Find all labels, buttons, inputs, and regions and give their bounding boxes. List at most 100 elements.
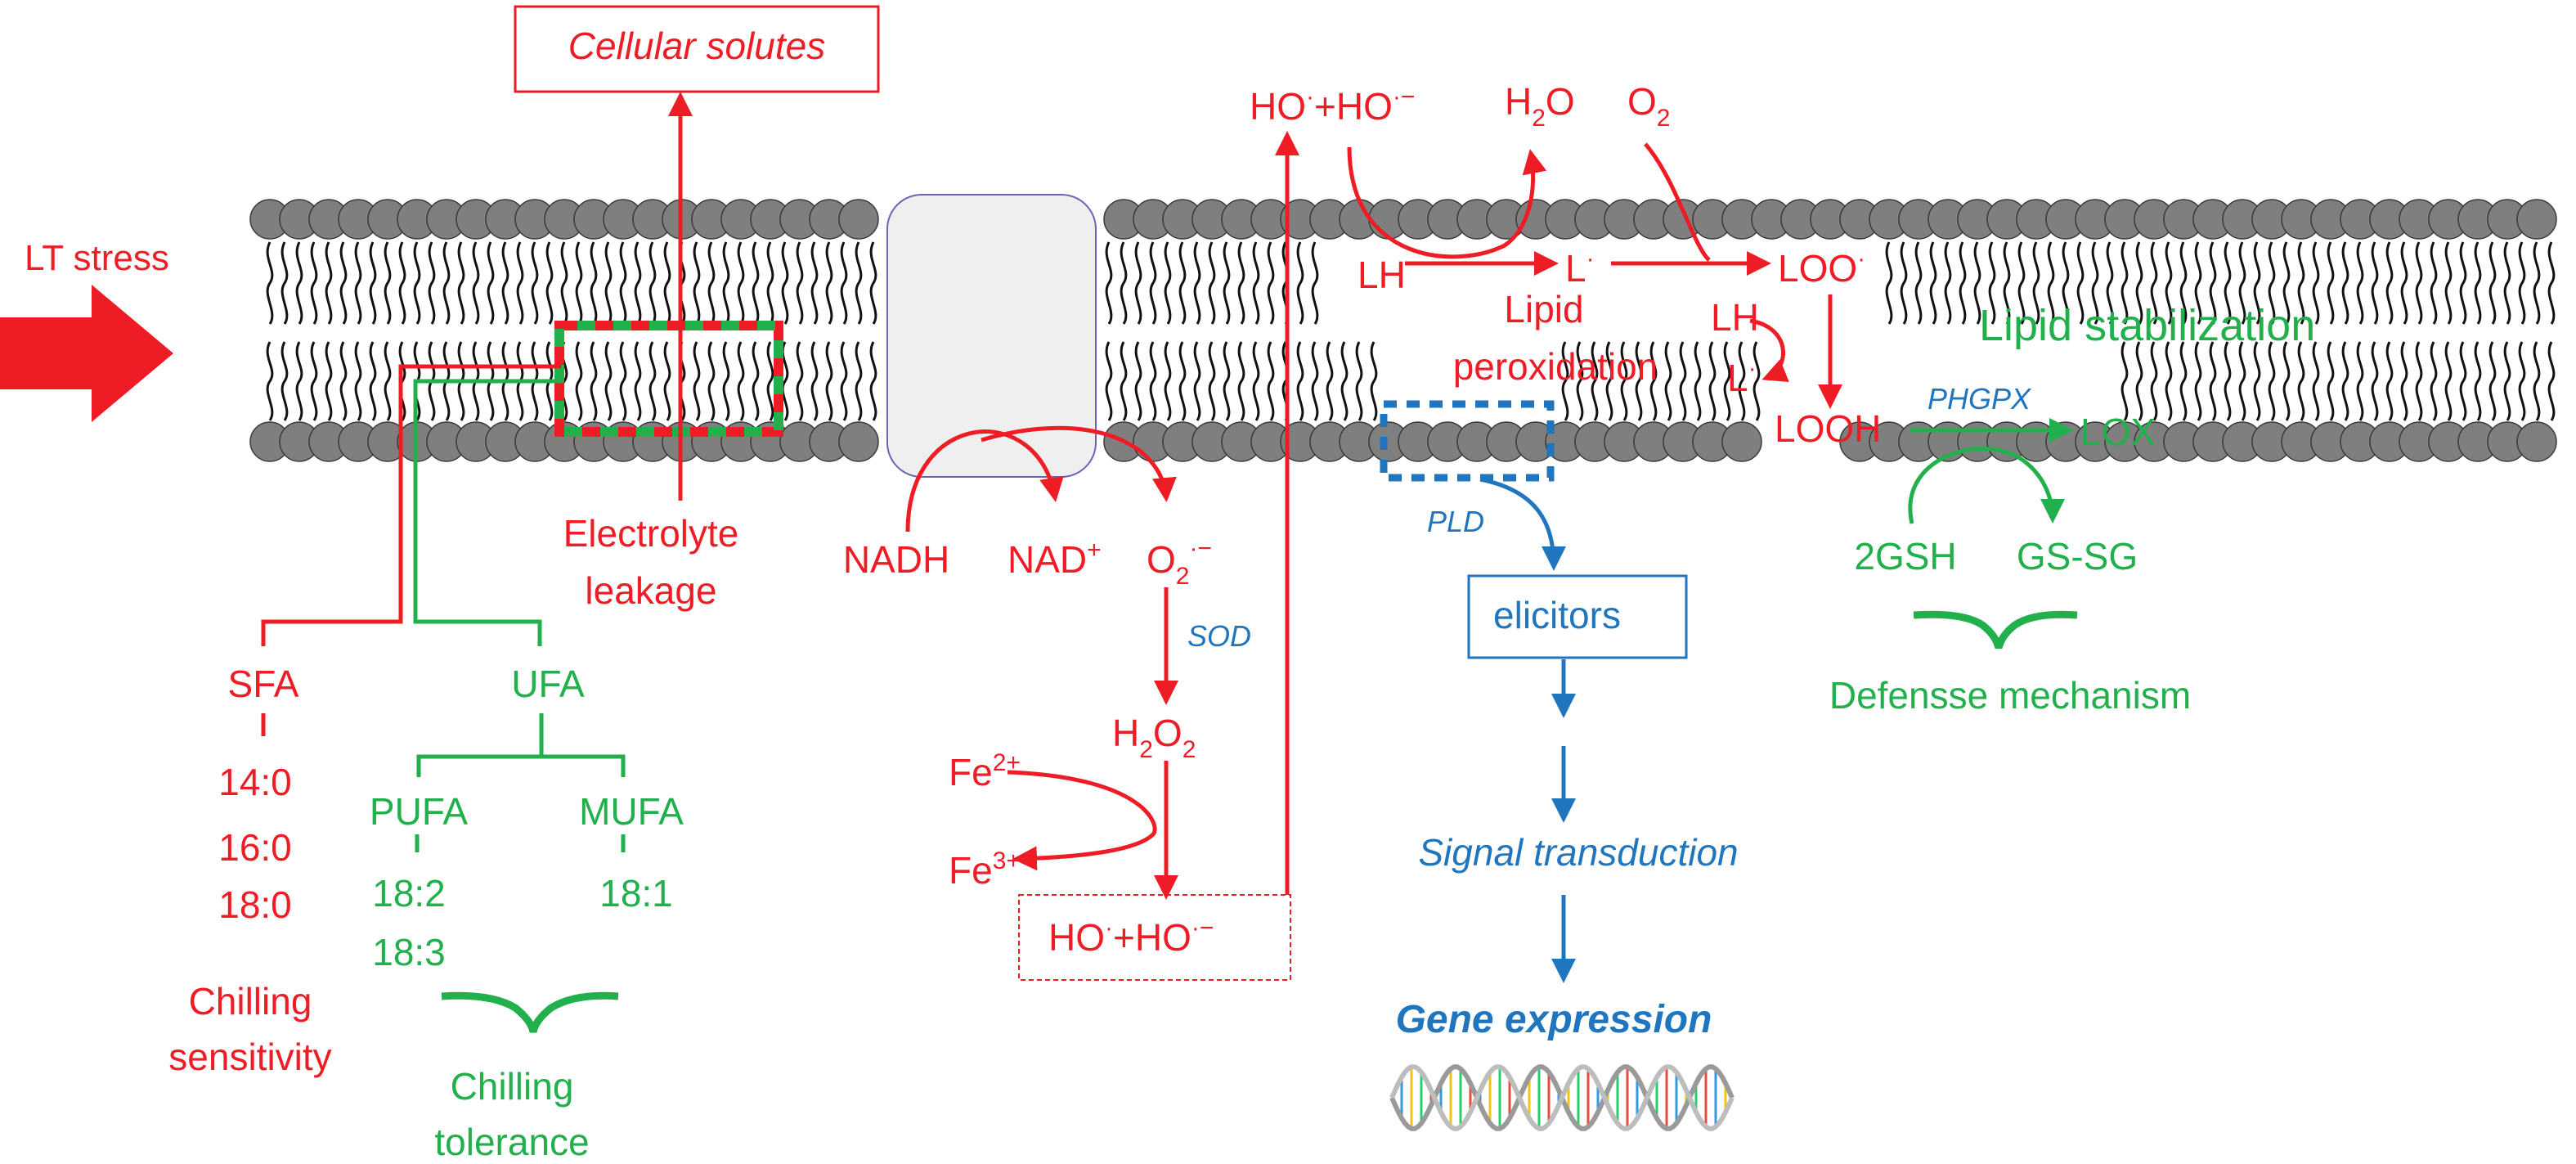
lipid-tail bbox=[2032, 241, 2040, 325]
lipid-tail bbox=[752, 241, 760, 325]
sod-label: SOD bbox=[1187, 619, 1251, 653]
lipid-perox-line1: Lipid bbox=[1504, 288, 1583, 330]
hydroxyl-radical-top: HO·+HO·− bbox=[1250, 83, 1415, 128]
lipid-tail bbox=[1164, 241, 1172, 325]
lipid-tail bbox=[472, 241, 480, 325]
lh-second-label: LH bbox=[1711, 296, 1759, 339]
lipid-tail bbox=[339, 341, 348, 421]
lipid-tail bbox=[2165, 341, 2173, 421]
lipid-tail bbox=[2547, 341, 2556, 421]
lipid-tail bbox=[2341, 241, 2349, 325]
lipid-tail bbox=[560, 241, 568, 325]
lipid-tail bbox=[707, 241, 716, 325]
elicitors-box bbox=[1467, 574, 1688, 659]
lipid-tail bbox=[354, 241, 362, 325]
chilling-tolerance-line1: Chilling bbox=[451, 1065, 574, 1108]
lipid-tail bbox=[2238, 341, 2246, 421]
lipid-tail bbox=[2518, 241, 2526, 325]
lipid-tail bbox=[310, 341, 318, 421]
lipid-tail bbox=[442, 241, 451, 325]
elicitors-label: elicitors bbox=[1493, 594, 1621, 636]
lipid-tail bbox=[2415, 241, 2423, 325]
lipid-tail bbox=[295, 341, 303, 421]
fa-14-0: 14:0 bbox=[218, 761, 292, 803]
fa-18-2: 18:2 bbox=[372, 872, 446, 915]
lipid-tail bbox=[1944, 241, 1952, 325]
lipid-tail bbox=[369, 341, 377, 421]
lipid-tail bbox=[1105, 241, 1113, 325]
lipid-tail bbox=[1105, 341, 1113, 421]
defense-brace-icon bbox=[1913, 610, 2078, 649]
sfa-connector bbox=[261, 364, 561, 646]
lipid-tail bbox=[1340, 341, 1349, 421]
signal-transduction-label: Signal transduction bbox=[1418, 831, 1738, 874]
gsh-label: 2GSH bbox=[1854, 535, 1956, 578]
lipid-tail bbox=[2444, 341, 2453, 421]
gssg-label: GS-SG bbox=[2017, 535, 2138, 578]
oxygen-label: O2 bbox=[1627, 80, 1670, 132]
lipid-tail bbox=[1605, 341, 1613, 421]
lipid-tail bbox=[2547, 241, 2556, 325]
lipid-stabilization-label: Lipid stabilization bbox=[1979, 301, 2315, 350]
lipid-tail bbox=[1900, 241, 1908, 325]
lipid-tail bbox=[722, 341, 730, 421]
lipid-heads-upper bbox=[249, 199, 2557, 240]
lipid-tail bbox=[737, 341, 745, 421]
electron-transfer-arrow bbox=[981, 425, 1177, 502]
lipid-tail bbox=[280, 241, 289, 325]
lipid-tail bbox=[604, 241, 613, 325]
lipid-tail bbox=[1752, 341, 1761, 421]
lipid-tail bbox=[2444, 241, 2453, 325]
lipid-tail bbox=[2165, 241, 2173, 325]
lipid-tail bbox=[325, 341, 333, 421]
lipid-tail bbox=[1370, 341, 1378, 421]
lipid-tail bbox=[1326, 341, 1334, 421]
chilling-sensitivity-line1: Chilling bbox=[189, 980, 312, 1022]
lipid-tail bbox=[1591, 341, 1599, 421]
electrolyte-label-line2: leakage bbox=[585, 569, 716, 612]
pld-arrow bbox=[1479, 477, 1566, 571]
lipid-tail bbox=[2179, 241, 2188, 325]
nad-plus-label: NAD+ bbox=[1008, 537, 1102, 581]
lipid-tail bbox=[2253, 241, 2261, 325]
lipid-tail bbox=[1267, 241, 1275, 325]
membrane-protein bbox=[886, 194, 1097, 478]
lipid-tail bbox=[487, 241, 495, 325]
lipid-tail bbox=[1959, 241, 1967, 325]
lipid-tail bbox=[2327, 341, 2335, 421]
lipid-tail bbox=[1708, 341, 1717, 421]
fenton-iron-arrow bbox=[1007, 770, 1157, 871]
superoxide-label: O2·− bbox=[1147, 535, 1212, 590]
lipid-tail bbox=[1134, 241, 1142, 325]
lipid-tail bbox=[2341, 341, 2349, 421]
h2o2-label: H2O2 bbox=[1112, 712, 1196, 763]
lipid-tail bbox=[2282, 241, 2291, 325]
lipid-radical-second-label: L· bbox=[1727, 355, 1757, 399]
lipid-tail bbox=[648, 341, 657, 421]
lt-stress-arrow-icon bbox=[0, 285, 173, 422]
lipid-tail bbox=[2268, 341, 2276, 421]
peroxyl-radical-label: LOO· bbox=[1778, 245, 1865, 290]
lipid-tail bbox=[2297, 241, 2305, 325]
lipid-tail bbox=[339, 241, 348, 325]
water-label: H2O bbox=[1505, 80, 1575, 132]
lipid-tail bbox=[2194, 241, 2202, 325]
lipid-tail bbox=[2047, 241, 2055, 325]
lipid-tail bbox=[766, 341, 774, 421]
lipid-tail bbox=[2533, 241, 2541, 325]
lipid-tail bbox=[2179, 341, 2188, 421]
lipid-tail bbox=[2400, 241, 2408, 325]
lipid-tail bbox=[2106, 241, 2114, 325]
lipid-tail bbox=[1223, 341, 1231, 421]
lipid-tail bbox=[354, 341, 362, 421]
lipid-bilayer bbox=[249, 199, 2557, 462]
lipid-tail bbox=[1885, 241, 1893, 325]
lipid-tail bbox=[2533, 341, 2541, 421]
fe3-label: Fe3+ bbox=[949, 847, 1021, 892]
lipid-tail bbox=[280, 341, 289, 421]
lipid-tail bbox=[457, 241, 465, 325]
lipid-tail bbox=[2282, 341, 2291, 421]
lipid-tail bbox=[1311, 241, 1319, 325]
lipid-tail bbox=[1252, 341, 1260, 421]
lipid-perox-line2: peroxidation bbox=[1453, 345, 1658, 388]
